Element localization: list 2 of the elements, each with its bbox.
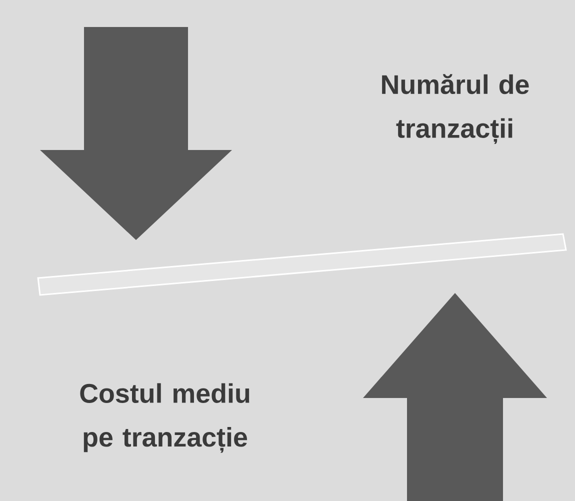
label: Numărul de tranzacții (382, 74, 529, 144)
label: Costul mediu pe tranzacție (80, 383, 250, 453)
